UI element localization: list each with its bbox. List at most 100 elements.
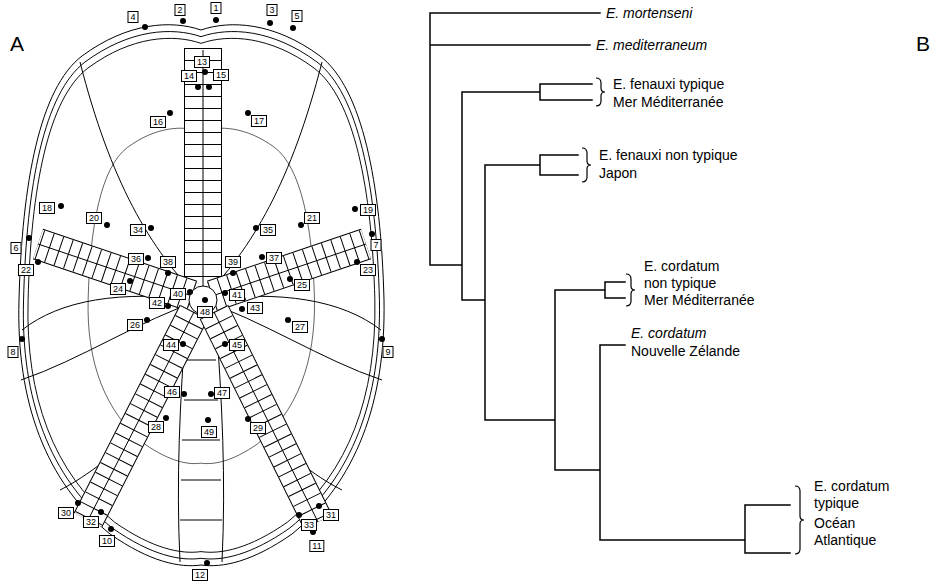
petal-fill [185,48,221,298]
landmark-number: 49 [201,426,217,438]
landmark-number: 29 [250,422,266,434]
landmark-number: 48 [197,306,213,318]
landmark-dot [287,276,293,282]
landmark-number: 15 [213,69,229,81]
landmark-dot [165,303,171,309]
landmark-number: 28 [148,421,164,433]
landmark-dot [202,69,208,75]
landmark-number: 19 [360,204,376,216]
landmark-dot [267,20,273,26]
bracket [626,274,635,306]
landmark-dot [213,17,219,23]
petal-plates [38,244,192,296]
landmark-dot [180,341,186,347]
landmark-number: 42 [149,297,165,309]
landmark-dot [148,225,154,231]
landmark-dot [108,526,114,532]
landmark-number: 36 [128,253,144,265]
landmark-number: 8 [7,346,18,358]
landmark-number: 21 [304,212,320,224]
landmark-dot [259,254,265,260]
landmark-dot [180,18,186,24]
taxon-label: Mer Méditerranée [612,94,725,111]
test-outline-inner [28,38,375,552]
petal-plates [214,312,318,522]
landmark-number: 38 [160,256,176,268]
landmark-number: 12 [192,569,208,581]
petal-plates [88,312,194,520]
landmark-number: 47 [214,387,230,399]
landmark-number: 35 [260,224,276,236]
petal [203,48,204,298]
landmark-number: 37 [266,252,282,264]
landmark-dot [144,317,150,323]
landmark-dot [19,336,25,342]
landmark-dot [206,84,212,90]
taxon-label: E. fenauxi typique [612,76,725,93]
landmark-number: 43 [247,302,263,314]
test-outline [19,25,384,566]
landmark-dot [253,225,259,231]
landmark-number: 9 [382,346,393,358]
petal [214,312,318,522]
landmark-dot [290,25,296,31]
petal-edge [88,312,194,520]
landmark-dot [369,231,375,237]
landmark-number: 1 [210,2,221,14]
landmark-dot [58,203,64,209]
taxon-label: E. cordatum [630,325,707,342]
bracket [596,78,605,106]
landmark-number: 26 [127,319,143,331]
landmark-dot [379,336,385,342]
landmark-number: 39 [225,256,241,268]
urchin-test [19,25,384,566]
landmark-number: 6 [10,242,21,254]
landmark-number: 25 [294,279,310,291]
landmark-number: 13 [194,56,210,68]
landmark-dot [75,500,81,506]
panel-letter: A [10,32,24,56]
landmark-number: 18 [39,202,55,214]
taxon-label: Japon [598,165,638,182]
landmark-number: 33 [301,519,317,531]
landmark-number: 16 [150,116,166,128]
landmark-number: 17 [251,115,267,127]
landmark-dot [222,341,228,347]
landmark-dot [26,235,32,241]
taxon-label: Nouvelle Zélande [630,343,741,360]
landmark-number: 4 [127,11,138,23]
petal-midline [88,312,194,520]
landmark-dot [181,391,187,397]
landmark-number: 2 [174,4,185,16]
taxon-label: Océan Atlantique [813,515,899,549]
petal-fill [88,312,194,520]
landmark-number: 31 [323,509,339,521]
petals [38,48,366,522]
landmark-number: 23 [360,264,376,276]
landmark-number: 5 [291,10,302,22]
landmark-dot [127,278,133,284]
landmark-number: 20 [86,212,102,224]
landmark-number: 7 [370,239,381,251]
landmark-number: 10 [99,535,115,547]
landmark-dot [205,417,211,423]
landmark-dot [165,270,171,276]
landmark-dot [187,289,193,295]
landmark-number: 14 [181,70,197,82]
landmark-dot [202,297,208,303]
petal [88,312,194,520]
landmark-number: 22 [18,264,34,276]
landmark-dots [19,17,385,566]
landmark-dot [98,509,104,515]
landmark-dot [167,110,173,116]
petal [38,244,192,296]
landmark-dot [145,255,151,261]
landmark-dot [104,222,110,228]
bracket [582,148,591,182]
petal-midline [214,312,318,522]
landmark-dot [204,560,210,566]
petal-edge [184,48,222,298]
landmark-dot [296,512,302,518]
